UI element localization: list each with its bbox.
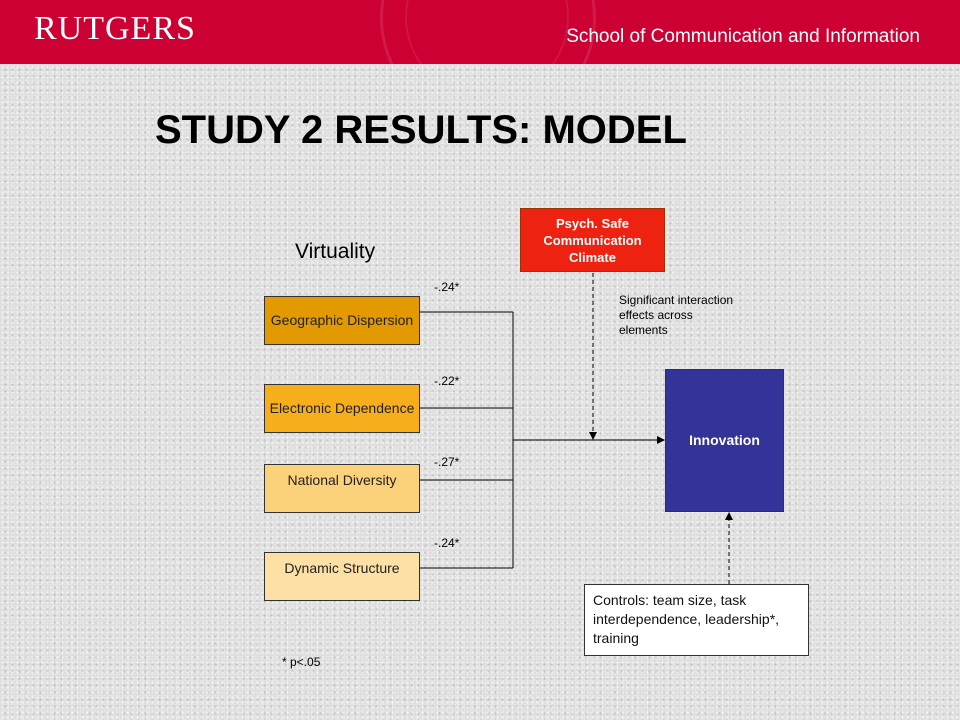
header-bar: RUTGERS School of Communication and Info… xyxy=(0,0,960,64)
node-national-diversity: National Diversity xyxy=(264,464,420,513)
slide-title: STUDY 2 RESULTS: MODEL xyxy=(155,108,687,152)
interaction-note: Significant interaction effects across e… xyxy=(619,293,734,337)
school-name: School of Communication and Information xyxy=(566,26,920,47)
coef-geographic: -.24* xyxy=(434,280,460,294)
node-innovation: Innovation xyxy=(665,369,784,512)
group-label-virtuality: Virtuality xyxy=(295,240,376,263)
coef-national: -.27* xyxy=(434,455,460,469)
node-dynamic-structure: Dynamic Structure xyxy=(264,552,420,601)
rutgers-logo: RUTGERS xyxy=(34,10,196,47)
node-geographic-dispersion: Geographic Dispersion xyxy=(264,296,420,345)
node-electronic-dependence: Electronic Dependence xyxy=(264,384,420,433)
seal-decoration xyxy=(380,0,596,64)
node-psych-safe-climate: Psych. Safe Communication Climate xyxy=(520,208,665,272)
coef-dynamic: -.24* xyxy=(434,536,460,550)
significance-note: * p<.05 xyxy=(282,655,321,669)
node-controls: Controls: team size, task interdependenc… xyxy=(584,584,809,656)
coef-electronic: -.22* xyxy=(434,374,460,388)
